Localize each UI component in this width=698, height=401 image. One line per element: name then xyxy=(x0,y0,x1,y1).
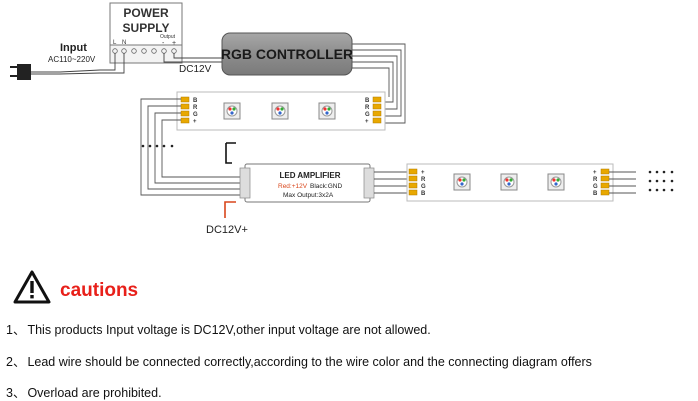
led-strip-2: + R G B + R G B xyxy=(406,163,614,202)
led-amplifier: LED AMPLIFIER Red:+12V Black:GND Max Out… xyxy=(239,163,375,203)
amplifier-black-text: Black:GND xyxy=(310,183,342,190)
strip2-right-pin-b: B xyxy=(593,191,598,197)
dc12v-top-label: DC12V xyxy=(179,64,212,75)
output-label: Output xyxy=(160,34,176,40)
continuation-dots-left xyxy=(141,144,174,148)
led-chip-icon xyxy=(318,102,336,120)
strip2-left-pin-plus: + xyxy=(421,170,425,176)
power-supply-title-2: SUPPLY xyxy=(123,21,170,35)
led-chip-icon xyxy=(500,173,518,191)
terminal-l-label: L xyxy=(113,40,117,46)
cautions-title: cautions xyxy=(60,280,139,301)
strip1-right-pin-r: R xyxy=(365,105,370,111)
caution-item-number: 2、 xyxy=(6,355,26,369)
strip2-left-pin-r: R xyxy=(421,177,426,183)
terminal-n-label: N xyxy=(122,40,126,46)
caution-item-2: 2、Lead wire should be connected correctl… xyxy=(6,351,592,370)
power-supply-title-1: POWER xyxy=(123,6,169,20)
led-chip-icon xyxy=(223,102,241,120)
strip1-left-pin-g: G xyxy=(193,112,198,118)
caution-item-number: 1、 xyxy=(6,323,26,337)
rgb-controller: RGB CONTROLLER xyxy=(221,32,353,76)
caution-item-3: 3、Overload are prohibited. xyxy=(6,382,162,401)
terminal-plus-label: + xyxy=(172,40,176,47)
amplifier-title: LED AMPLIFIER xyxy=(279,171,340,180)
terminal-minus-label: - xyxy=(162,40,165,47)
ac-plug-icon xyxy=(10,64,31,80)
led-strip-1: B R G + B R G + xyxy=(176,91,386,131)
caution-item-number: 3、 xyxy=(6,386,26,400)
wiring-diagram: POWER SUPPLY L N Output - + Input AC110~… xyxy=(10,2,674,236)
dc12v-bottom-label: DC12V+ xyxy=(206,224,248,236)
amplifier-max-output: Max Output:3x2A xyxy=(283,192,334,199)
caution-item-text: Overload are prohibited. xyxy=(27,386,162,400)
strip1-left-pin-plus: + xyxy=(193,119,197,125)
strip2-left-pin-g: G xyxy=(421,184,426,190)
strip1-right-pin-b: B xyxy=(365,98,370,104)
strip1-right-pin-g: G xyxy=(365,112,370,118)
strip1-left-pin-b: B xyxy=(193,98,198,104)
caution-item-text: Lead wire should be connected correctly,… xyxy=(27,355,592,369)
led-chip-icon xyxy=(453,173,471,191)
strip2-right-pin-r: R xyxy=(593,177,598,183)
amplifier-red-text: Red:+12V xyxy=(278,183,308,190)
strip1-left-pin-r: R xyxy=(193,105,198,111)
caution-item-text: This products Input voltage is DC12V,oth… xyxy=(27,323,431,337)
input-label: Input xyxy=(60,42,87,54)
strip2-left-pin-b: B xyxy=(421,191,426,197)
led-chip-icon xyxy=(271,102,289,120)
power-supply: POWER SUPPLY L N Output - + xyxy=(109,2,183,64)
input-voltage-label: AC110~220V xyxy=(48,55,96,64)
continuation-dots-right xyxy=(648,170,674,192)
strip2-right-pin-g: G xyxy=(593,184,598,190)
led-chip-icon xyxy=(547,173,565,191)
strip2-right-pin-plus: + xyxy=(593,170,597,176)
strip1-right-pin-plus: + xyxy=(365,119,369,125)
caution-item-1: 1、This products Input voltage is DC12V,o… xyxy=(6,319,431,338)
controller-label: RGB CONTROLLER xyxy=(221,46,353,62)
warning-triangle-icon xyxy=(13,270,51,304)
